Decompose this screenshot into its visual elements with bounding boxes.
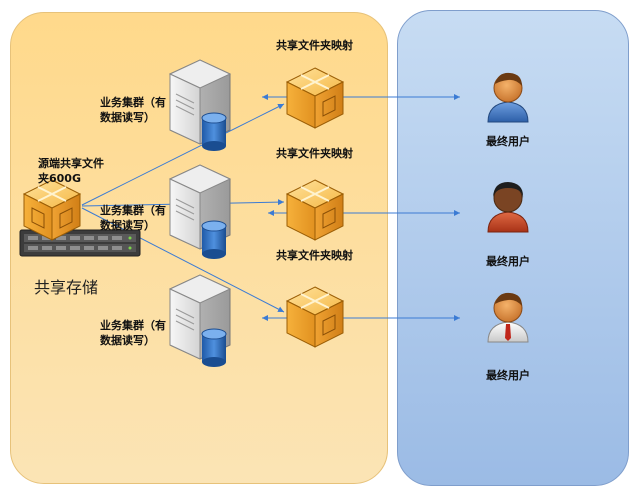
user-avatar-icon-2 <box>487 182 529 233</box>
end-user-label-1: 最终用户 <box>486 135 530 148</box>
link-source-mapping-3 <box>81 207 285 313</box>
mapping-label-1: 共享文件夹映射 <box>276 39 353 52</box>
shared-storage-label: 共享存储 <box>34 278 99 297</box>
cluster-label-1: 业务集群（有数据读写） <box>100 96 166 124</box>
user-avatar-icon-1 <box>487 72 529 123</box>
database-icon-1 <box>201 112 227 151</box>
end-user-label-3: 最终用户 <box>486 369 530 382</box>
mapping-label-2: 共享文件夹映射 <box>276 147 353 160</box>
link-source-mapping-1 <box>81 103 285 206</box>
database-icon-3 <box>201 328 227 367</box>
mapping-box-icon-3 <box>285 286 345 348</box>
mapping-box-icon-1 <box>285 67 345 129</box>
end-user-label-2: 最终用户 <box>486 255 530 268</box>
storage-array-icon <box>19 229 141 257</box>
source-folder-box-icon <box>22 179 82 241</box>
mapping-label-3: 共享文件夹映射 <box>276 249 353 262</box>
database-icon-2 <box>201 220 227 259</box>
user-avatar-icon-3 <box>487 292 529 343</box>
source-folder-label: 源端共享文件夹600G <box>38 157 104 185</box>
cluster-label-2: 业务集群（有数据读写） <box>100 204 166 232</box>
mapping-box-icon-2 <box>285 179 345 241</box>
cluster-label-3: 业务集群（有数据读写） <box>100 319 166 347</box>
